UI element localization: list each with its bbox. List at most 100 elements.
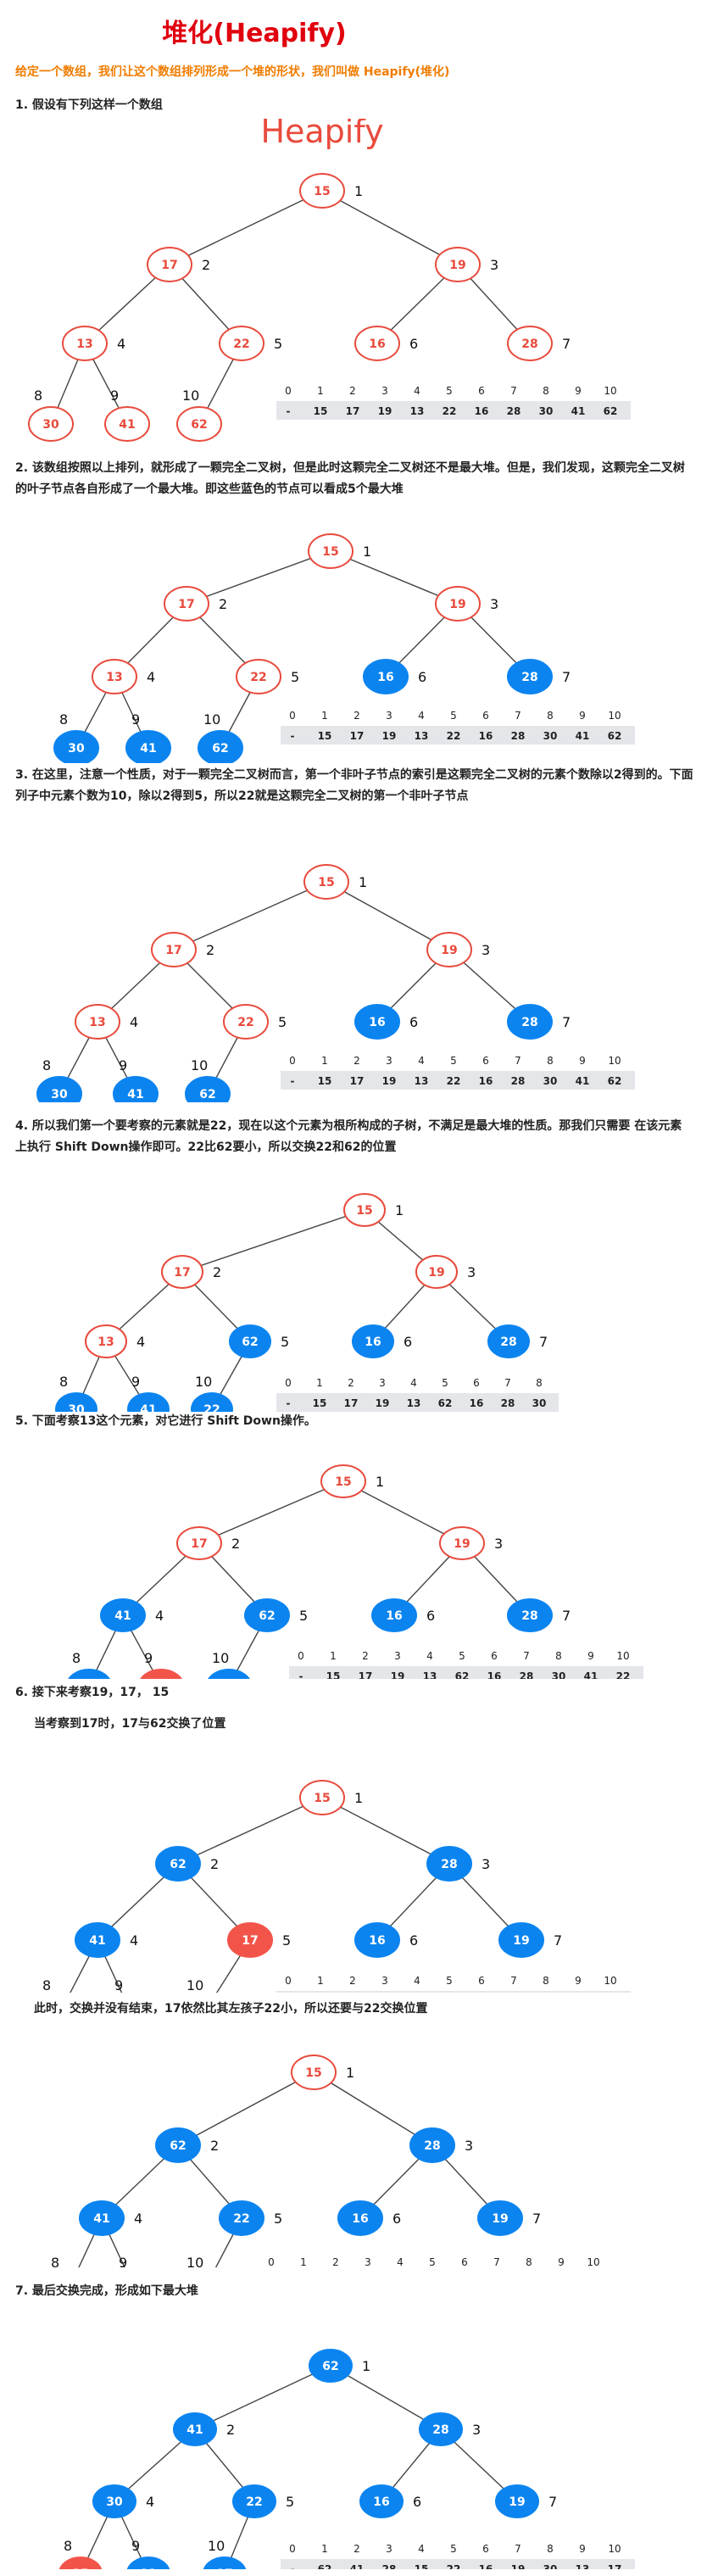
- array-index-label: 4: [418, 2543, 425, 2555]
- array-index-label: 1: [317, 385, 324, 397]
- array-index-label: 3: [381, 385, 388, 397]
- heap-node-value: 13: [97, 1335, 114, 1349]
- array-cell-value: 13: [415, 1075, 429, 1087]
- array-cell-value: 62: [455, 1670, 470, 1679]
- heap-node-circle: [125, 730, 171, 763]
- page-subtitle: 给定一个数组，我们让这个数组排列形成一个堆的形状，我们叫做 Heapify(堆化…: [15, 65, 450, 79]
- heap-node-value: 15: [305, 2066, 321, 2080]
- array-cell-value: 62: [318, 2563, 332, 2569]
- heap-node: 308: [55, 1374, 97, 1412]
- array-cell-value: 28: [382, 2563, 397, 2569]
- heap-node-value: 16: [369, 1934, 385, 1948]
- heap-node: 419: [104, 388, 150, 442]
- heap-figure-8: 62141228330422516619715813917100-1622413…: [58, 2349, 635, 2569]
- heap-node-value: 30: [51, 1088, 68, 1101]
- array-index-label: 10: [587, 2256, 599, 2267]
- heap-node-value: 41: [186, 2423, 203, 2437]
- heap-node-circle: [100, 1598, 146, 1632]
- tree-edge: [330, 2365, 442, 2430]
- heap-node-circle: [244, 1598, 290, 1632]
- tree-edge: [181, 1209, 365, 1273]
- heap-node-circle: [299, 173, 345, 209]
- array-index-label: 10: [604, 1975, 616, 1987]
- array-index-label: 9: [587, 1650, 594, 1662]
- heap-node-index: 3: [490, 596, 498, 612]
- heap-node-value: 28: [521, 1016, 537, 1029]
- heap-node-circle: [203, 2556, 247, 2569]
- array-index-label: 7: [504, 1377, 511, 1389]
- heap-node-value: 41: [114, 1609, 131, 1623]
- array-cell-value: 41: [571, 405, 586, 417]
- array-index-label: 1: [321, 1055, 328, 1067]
- array-index-label: 9: [575, 385, 582, 397]
- heap-node: 308: [28, 388, 74, 442]
- array-index-label: 6: [473, 1377, 480, 1389]
- array-index-label: 0: [285, 1975, 292, 1987]
- array-index-label: 7: [523, 1650, 530, 1662]
- array-cell-value: 16: [479, 1075, 493, 1087]
- heap-node-value: 22: [203, 1403, 220, 1412]
- array-table-bg: [276, 401, 631, 420]
- heap-node-index: 10: [182, 388, 199, 404]
- heap-node-circle: [208, 1669, 250, 1679]
- heap-node-index: 1: [346, 2065, 354, 2081]
- heap-figure-5: 15117219341462516628730813922100-1152173…: [68, 1464, 643, 1679]
- heap-node-circle: [92, 2484, 136, 2518]
- heap-node-index: 5: [291, 669, 299, 685]
- array-index-label: 2: [348, 1377, 354, 1389]
- heap-node-value: 15: [314, 185, 330, 198]
- tree-edge: [198, 1480, 344, 1544]
- heap-node-circle: [173, 2412, 217, 2446]
- heap-node-index: 6: [413, 2494, 421, 2510]
- array-index-label: 7: [510, 385, 517, 397]
- heap-node-index: 1: [376, 1474, 384, 1490]
- heap-node-circle: [147, 247, 192, 282]
- heap-node-value: 16: [352, 2212, 368, 2226]
- heap-node: 139: [126, 2538, 170, 2569]
- array-index-label: 5: [442, 1377, 448, 1389]
- step-6-text: 6. 接下来考察19，17， 15: [15, 1686, 170, 1699]
- array-cell-value: 28: [511, 730, 526, 742]
- array-index-label: 6: [478, 1975, 485, 1987]
- array-cell-value: 17: [608, 2563, 622, 2569]
- array-index-label: 7: [515, 710, 521, 722]
- array-cell-value: 30: [543, 1075, 558, 1087]
- heap-node: 15 1: [291, 2055, 354, 2090]
- heap-node-circle: [55, 1392, 97, 1412]
- array-table-bg: [281, 1071, 635, 1090]
- heap-node: 419: [127, 1374, 170, 1412]
- array-index-label: 9: [575, 1975, 582, 1987]
- heap-node-circle: [299, 1780, 345, 1815]
- heap-node-circle: [291, 2055, 337, 2090]
- array-index-label: 2: [354, 710, 360, 722]
- heap-node-circle: [227, 1922, 273, 1958]
- heap-node-circle: [36, 1076, 82, 1102]
- array-cell-value: 19: [382, 1075, 397, 1087]
- array-index-label: 5: [450, 710, 457, 722]
- heap-node-circle: [176, 1526, 222, 1560]
- heap-node-index: 7: [562, 669, 571, 685]
- array-index-label: 1: [321, 710, 328, 722]
- heap-node-index: 5: [286, 2494, 294, 2510]
- array-cell-value: 62: [608, 730, 622, 742]
- heap-node: 308: [68, 1650, 110, 1679]
- heap-node-circle: [354, 326, 400, 361]
- heap-node-index: 9: [119, 1057, 127, 1073]
- tree-edge: [173, 881, 327, 951]
- heap-node: 139: [114, 1977, 123, 1993]
